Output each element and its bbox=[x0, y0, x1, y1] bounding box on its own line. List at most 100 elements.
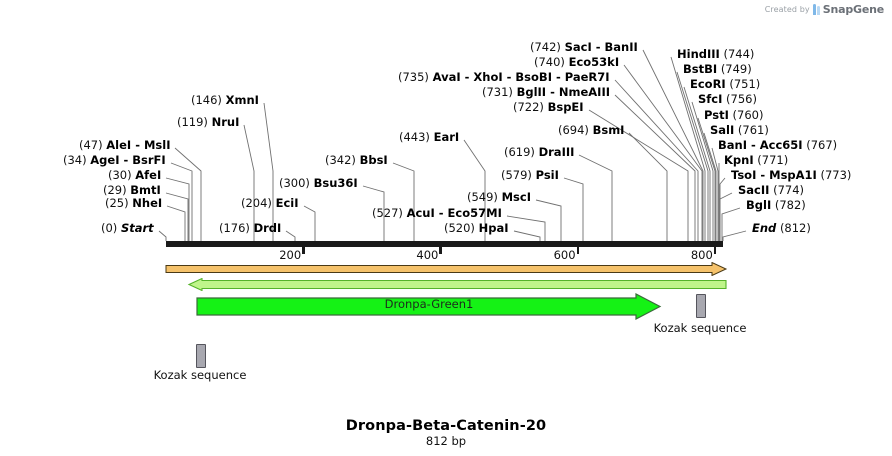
enzyme-position: (735) bbox=[398, 70, 429, 84]
leader-line bbox=[703, 132, 717, 241]
enzyme-label-xmni[interactable]: (146) XmnI bbox=[191, 94, 259, 106]
enzyme-position: (731) bbox=[482, 85, 513, 99]
enzyme-label-ecori[interactable]: EcoRI (751) bbox=[690, 78, 760, 90]
enzyme-label-eco53ki[interactable]: (740) Eco53kI bbox=[534, 56, 619, 68]
enzyme-label-sacii[interactable]: SacII (774) bbox=[738, 184, 804, 196]
enzyme-label-ecii[interactable]: (204) EciI bbox=[241, 197, 299, 209]
enzyme-label-hpai[interactable]: (520) HpaI bbox=[444, 222, 509, 234]
leader-line bbox=[628, 132, 668, 241]
enzyme-label-start[interactable]: (0) Start bbox=[101, 222, 154, 234]
enzyme-name: SacII bbox=[738, 183, 770, 197]
ruler-tick bbox=[439, 247, 442, 254]
lightgreen-feature-arrow[interactable] bbox=[186, 278, 728, 291]
enzyme-position: (740) bbox=[534, 55, 565, 69]
enzyme-label-bgli[interactable]: BglI (782) bbox=[746, 199, 806, 211]
enzyme-position: (443) bbox=[399, 130, 430, 144]
enzyme-name: HpaI bbox=[478, 221, 509, 235]
enzyme-label-bbsi[interactable]: (342) BbsI bbox=[325, 154, 388, 166]
enzyme-label-bani[interactable]: BanI - Acc65I (767) bbox=[718, 139, 837, 151]
enzyme-label-nhei[interactable]: (25) NheI bbox=[105, 197, 162, 209]
enzyme-label-bglii[interactable]: (731) BglII - NmeAIII bbox=[482, 86, 610, 98]
leader-line bbox=[170, 162, 193, 241]
enzyme-label-agei[interactable]: (34) AgeI - BsrFI bbox=[63, 154, 166, 166]
enzyme-label-psti[interactable]: PstI (760) bbox=[704, 109, 763, 121]
enzyme-position: (527) bbox=[372, 206, 403, 220]
enzyme-name: PsiI bbox=[535, 168, 559, 182]
enzyme-position: (520) bbox=[444, 221, 475, 235]
enzyme-label-tsoi[interactable]: TsoI - MspA1I (773) bbox=[731, 169, 851, 181]
enzyme-label-bspei[interactable]: (722) BspEI bbox=[513, 101, 584, 113]
enzyme-label-kpni[interactable]: KpnI (771) bbox=[724, 154, 788, 166]
enzyme-label-saci[interactable]: (742) SacI - BanII bbox=[530, 41, 638, 53]
enzyme-label-psii[interactable]: (579) PsiI bbox=[501, 169, 559, 181]
enzyme-label-eari[interactable]: (443) EarI bbox=[399, 131, 459, 143]
ruler-tick-label: 600 bbox=[553, 248, 576, 262]
leader-line bbox=[285, 230, 296, 241]
enzyme-name: AfeI bbox=[135, 168, 162, 182]
enzyme-label-end[interactable]: End (812) bbox=[752, 222, 811, 234]
enzyme-name: BglI bbox=[746, 198, 772, 212]
kozak-marker-left[interactable] bbox=[196, 344, 206, 368]
enzyme-position: (34) bbox=[63, 153, 87, 167]
enzyme-position: (29) bbox=[103, 183, 127, 197]
enzyme-position: (742) bbox=[530, 40, 561, 54]
ruler-tick-label: 400 bbox=[416, 248, 439, 262]
enzyme-label-nrui[interactable]: (119) NruI bbox=[177, 116, 239, 128]
lightgreen-arrow-shape bbox=[187, 278, 727, 291]
enzyme-position: (119) bbox=[177, 115, 208, 129]
kozak-marker-right[interactable] bbox=[696, 294, 706, 318]
gene-arrow-dronpa-green1[interactable]: Dronpa-Green1 bbox=[196, 293, 662, 320]
enzyme-position: (204) bbox=[241, 196, 272, 210]
ruler-tick-label: 200 bbox=[279, 248, 302, 262]
enzyme-name: EcoRI bbox=[690, 77, 726, 91]
enzyme-name: EarI bbox=[433, 130, 460, 144]
ruler-tick bbox=[713, 247, 717, 254]
enzyme-label-draiii[interactable]: (619) DraIII bbox=[504, 146, 574, 158]
leader-line bbox=[165, 177, 190, 241]
enzyme-label-acui[interactable]: (527) AcuI - Eco57MI bbox=[372, 207, 502, 219]
page-title: Dronpa-Beta-Catenin-20 bbox=[345, 418, 547, 434]
enzyme-position: (47) bbox=[79, 138, 103, 152]
enzyme-label-alei[interactable]: (47) AleI - MslI bbox=[79, 139, 170, 151]
enzyme-name: AvaI - XhoI - BsoBI - PaeR7I bbox=[432, 70, 610, 84]
leader-line bbox=[614, 94, 696, 241]
enzyme-position: (25) bbox=[105, 196, 129, 210]
enzyme-position: (751) bbox=[729, 77, 761, 91]
enzyme-name: NruI bbox=[211, 115, 240, 129]
enzyme-name: SfcI bbox=[698, 92, 723, 106]
enzyme-position: (30) bbox=[108, 168, 132, 182]
snapgene-logo-icon bbox=[812, 4, 820, 15]
enzyme-label-hindiii[interactable]: HindIII (744) bbox=[677, 48, 754, 60]
enzyme-position: (549) bbox=[467, 190, 498, 204]
enzyme-name: DraIII bbox=[538, 145, 575, 159]
enzyme-label-msci[interactable]: (549) MscI bbox=[467, 191, 531, 203]
leader-line bbox=[303, 205, 316, 241]
enzyme-label-bsu36i[interactable]: (300) Bsu36I bbox=[279, 177, 358, 189]
leader-line bbox=[158, 230, 167, 241]
plasmid-length: 812 bp bbox=[425, 434, 467, 448]
enzyme-position: (619) bbox=[504, 145, 535, 159]
enzyme-label-sfci[interactable]: SfcI (756) bbox=[698, 93, 757, 105]
enzyme-name: Start bbox=[120, 221, 154, 235]
enzyme-label-sali[interactable]: SalI (761) bbox=[710, 124, 769, 136]
orange-arrow-shape bbox=[165, 262, 728, 276]
enzyme-label-bstbi[interactable]: BstBI (749) bbox=[683, 63, 752, 75]
enzyme-name: AleI - MslI bbox=[106, 138, 171, 152]
enzyme-label-afei[interactable]: (30) AfeI bbox=[108, 169, 161, 181]
leader-line bbox=[166, 205, 186, 241]
enzyme-position: (756) bbox=[726, 92, 757, 106]
enzyme-position: (767) bbox=[806, 138, 838, 152]
enzyme-label-bmti[interactable]: (29) BmtI bbox=[103, 184, 161, 196]
enzyme-label-avai[interactable]: (735) AvaI - XhoI - BsoBI - PaeR7I bbox=[398, 71, 610, 83]
enzyme-label-bsmi[interactable]: (694) BsmI bbox=[558, 124, 624, 136]
orange-feature-arrow[interactable] bbox=[164, 262, 728, 276]
leader-line bbox=[623, 64, 703, 241]
enzyme-position: (749) bbox=[720, 62, 752, 76]
enzyme-name: SalI bbox=[710, 123, 735, 137]
enzyme-name: MscI bbox=[501, 190, 531, 204]
enzyme-label-drdi[interactable]: (176) DrdI bbox=[219, 222, 281, 234]
credit-brand: SnapGene bbox=[822, 3, 884, 16]
enzyme-name: SacI - BanII bbox=[564, 40, 638, 54]
enzyme-position: (300) bbox=[279, 176, 310, 190]
